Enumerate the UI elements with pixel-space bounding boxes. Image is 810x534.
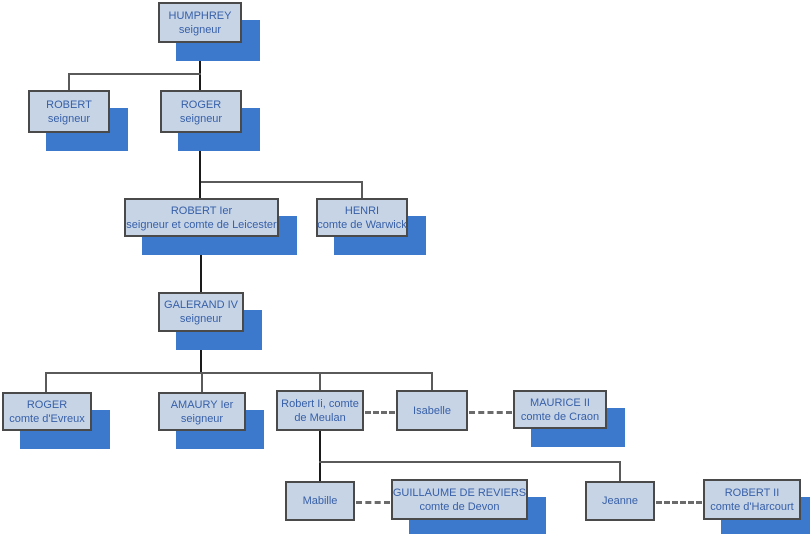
node-subtitle: comte d'Harcourt: [710, 500, 794, 513]
node-title: GUILLAUME DE REVIERS: [392, 486, 527, 499]
node-subtitle: seigneur: [179, 112, 223, 125]
node-jeanne[interactable]: Jeanne: [585, 481, 655, 521]
connector-to-robert: [68, 73, 70, 92]
connector-to-robert2-meulan: [319, 372, 321, 391]
connector-to-jeanne: [619, 461, 621, 482]
node-galerand[interactable]: GALERAND IV seigneur: [158, 292, 244, 332]
node-title: Isabelle: [413, 404, 451, 417]
connector-roger-sibling-bar: [201, 181, 362, 183]
node-subtitle: seigneur: [179, 313, 223, 325]
connector-to-isabelle: [431, 372, 433, 391]
connector-humphrey-down: [199, 43, 201, 93]
connector-robert1-down: [200, 237, 202, 294]
node-title: ROGER: [26, 398, 68, 411]
connector-to-roger-evreux: [45, 372, 47, 393]
node-title: Jeanne: [601, 495, 639, 507]
connector-robert2m-down: [319, 431, 321, 482]
node-title: Robert Ii, comte: [281, 397, 359, 410]
connector-galerand-down: [200, 332, 202, 374]
marriage-robert2m-isabelle: [365, 411, 395, 414]
marriage-jeanne-robert2h: [656, 501, 702, 504]
node-title: HENRI: [344, 204, 380, 217]
node-title: HUMPHREY: [168, 9, 232, 22]
node-subtitle: seigneur et comte de Leicester: [126, 218, 277, 231]
node-title: GALERAND IV: [164, 299, 238, 311]
marriage-mabille-guillaume: [356, 501, 390, 504]
node-isabelle[interactable]: Isabelle: [396, 390, 468, 431]
connector-humphrey-sibling-bar: [68, 73, 201, 75]
node-title: Mabille: [302, 495, 338, 507]
node-title: AMAURY Ier: [170, 398, 234, 411]
node-subtitle: de Meulan: [294, 411, 346, 424]
connector-to-amaury: [201, 372, 203, 393]
node-subtitle: seigneur: [47, 112, 91, 125]
connector-robert2m-sibling-bar: [319, 461, 621, 463]
node-title: ROBERT II: [724, 486, 780, 499]
node-title: ROBERT Ier: [170, 204, 233, 217]
node-title: MAURICE II: [530, 396, 590, 409]
connector-roger-down: [199, 133, 201, 201]
node-subtitle: comte de Craon: [520, 410, 600, 423]
node-subtitle: seigneur: [180, 412, 224, 425]
node-mabille[interactable]: Mabille: [285, 481, 355, 521]
node-subtitle: seigneur: [178, 23, 222, 36]
connector-to-henri: [361, 181, 363, 200]
node-subtitle: comte de Devon: [419, 500, 500, 513]
node-subtitle: comte d'Evreux: [9, 412, 85, 425]
marriage-isabelle-maurice: [469, 411, 512, 414]
node-title: ROGER: [180, 98, 222, 111]
node-title: ROBERT: [46, 98, 92, 111]
connector-galerand-sibling-bar: [45, 372, 433, 374]
node-subtitle: comte de Warwick: [317, 218, 407, 231]
